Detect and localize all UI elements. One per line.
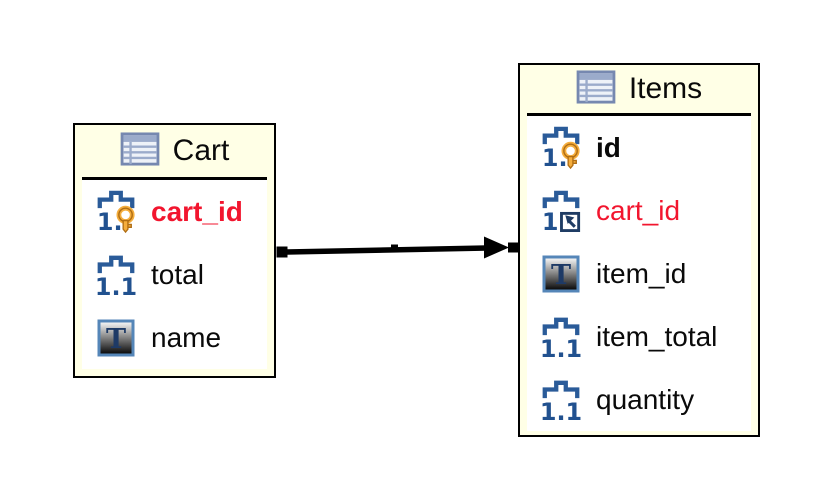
table-icon bbox=[576, 69, 616, 109]
connector-mid-handle bbox=[391, 244, 398, 252]
numeric-icon: 1.1 bbox=[93, 253, 139, 297]
field-label: total bbox=[151, 258, 204, 290]
field-row-items-item_total[interactable]: 1.1 item_total bbox=[527, 305, 751, 368]
field-label: cart_id bbox=[151, 195, 243, 227]
table-title: Cart bbox=[172, 134, 230, 167]
svg-text:1.1: 1.1 bbox=[95, 273, 137, 297]
field-row-cart-total[interactable]: 1.1 total bbox=[82, 243, 267, 306]
text-type-icon: T bbox=[93, 319, 139, 357]
svg-text:1.1: 1.1 bbox=[540, 398, 582, 422]
numeric-icon: 1.1 bbox=[538, 378, 584, 422]
field-label: quantity bbox=[596, 383, 695, 415]
text-type-icon: T bbox=[538, 255, 584, 293]
connector-end-handle bbox=[508, 242, 518, 253]
table-title: Items bbox=[628, 72, 703, 105]
field-row-items-quantity[interactable]: 1.1 quantity bbox=[527, 368, 751, 431]
table-fields-cart: 1. cart_id 1.1 total bbox=[82, 180, 267, 369]
header-divider bbox=[527, 113, 751, 116]
numeric-primary-key-icon: 1. bbox=[93, 188, 139, 236]
header-divider bbox=[82, 177, 267, 180]
svg-text:T: T bbox=[551, 260, 571, 291]
field-row-items-cart_id[interactable]: 1. cart_id bbox=[527, 179, 751, 242]
svg-text:T: T bbox=[106, 324, 126, 355]
table-card-items[interactable]: Items 1. id bbox=[518, 63, 760, 437]
field-row-items-id[interactable]: 1. id bbox=[527, 116, 751, 179]
field-label: cart_id bbox=[596, 194, 681, 226]
numeric-primary-key-icon: 1. bbox=[538, 124, 584, 172]
numeric-icon: 1.1 bbox=[538, 315, 584, 359]
field-row-items-item_id[interactable]: T item_id bbox=[527, 242, 751, 305]
field-label: item_id bbox=[596, 257, 687, 289]
field-label: name bbox=[151, 321, 222, 353]
field-row-cart-cart_id[interactable]: 1. cart_id bbox=[82, 180, 267, 243]
table-header-items[interactable]: Items bbox=[520, 65, 758, 113]
table-fields-items: 1. id 1. bbox=[527, 116, 751, 431]
table-card-cart[interactable]: Cart 1. cart_id bbox=[73, 123, 276, 378]
table-header-cart[interactable]: Cart bbox=[75, 125, 274, 177]
svg-text:1.1: 1.1 bbox=[540, 335, 582, 359]
arrowhead bbox=[484, 236, 509, 259]
numeric-foreign-key-icon: 1. bbox=[538, 188, 584, 234]
connector-start-handle bbox=[276, 246, 288, 258]
field-label: id bbox=[596, 131, 621, 163]
table-icon bbox=[120, 131, 160, 171]
field-label: item_total bbox=[596, 320, 718, 352]
field-row-cart-name[interactable]: T name bbox=[82, 306, 267, 369]
